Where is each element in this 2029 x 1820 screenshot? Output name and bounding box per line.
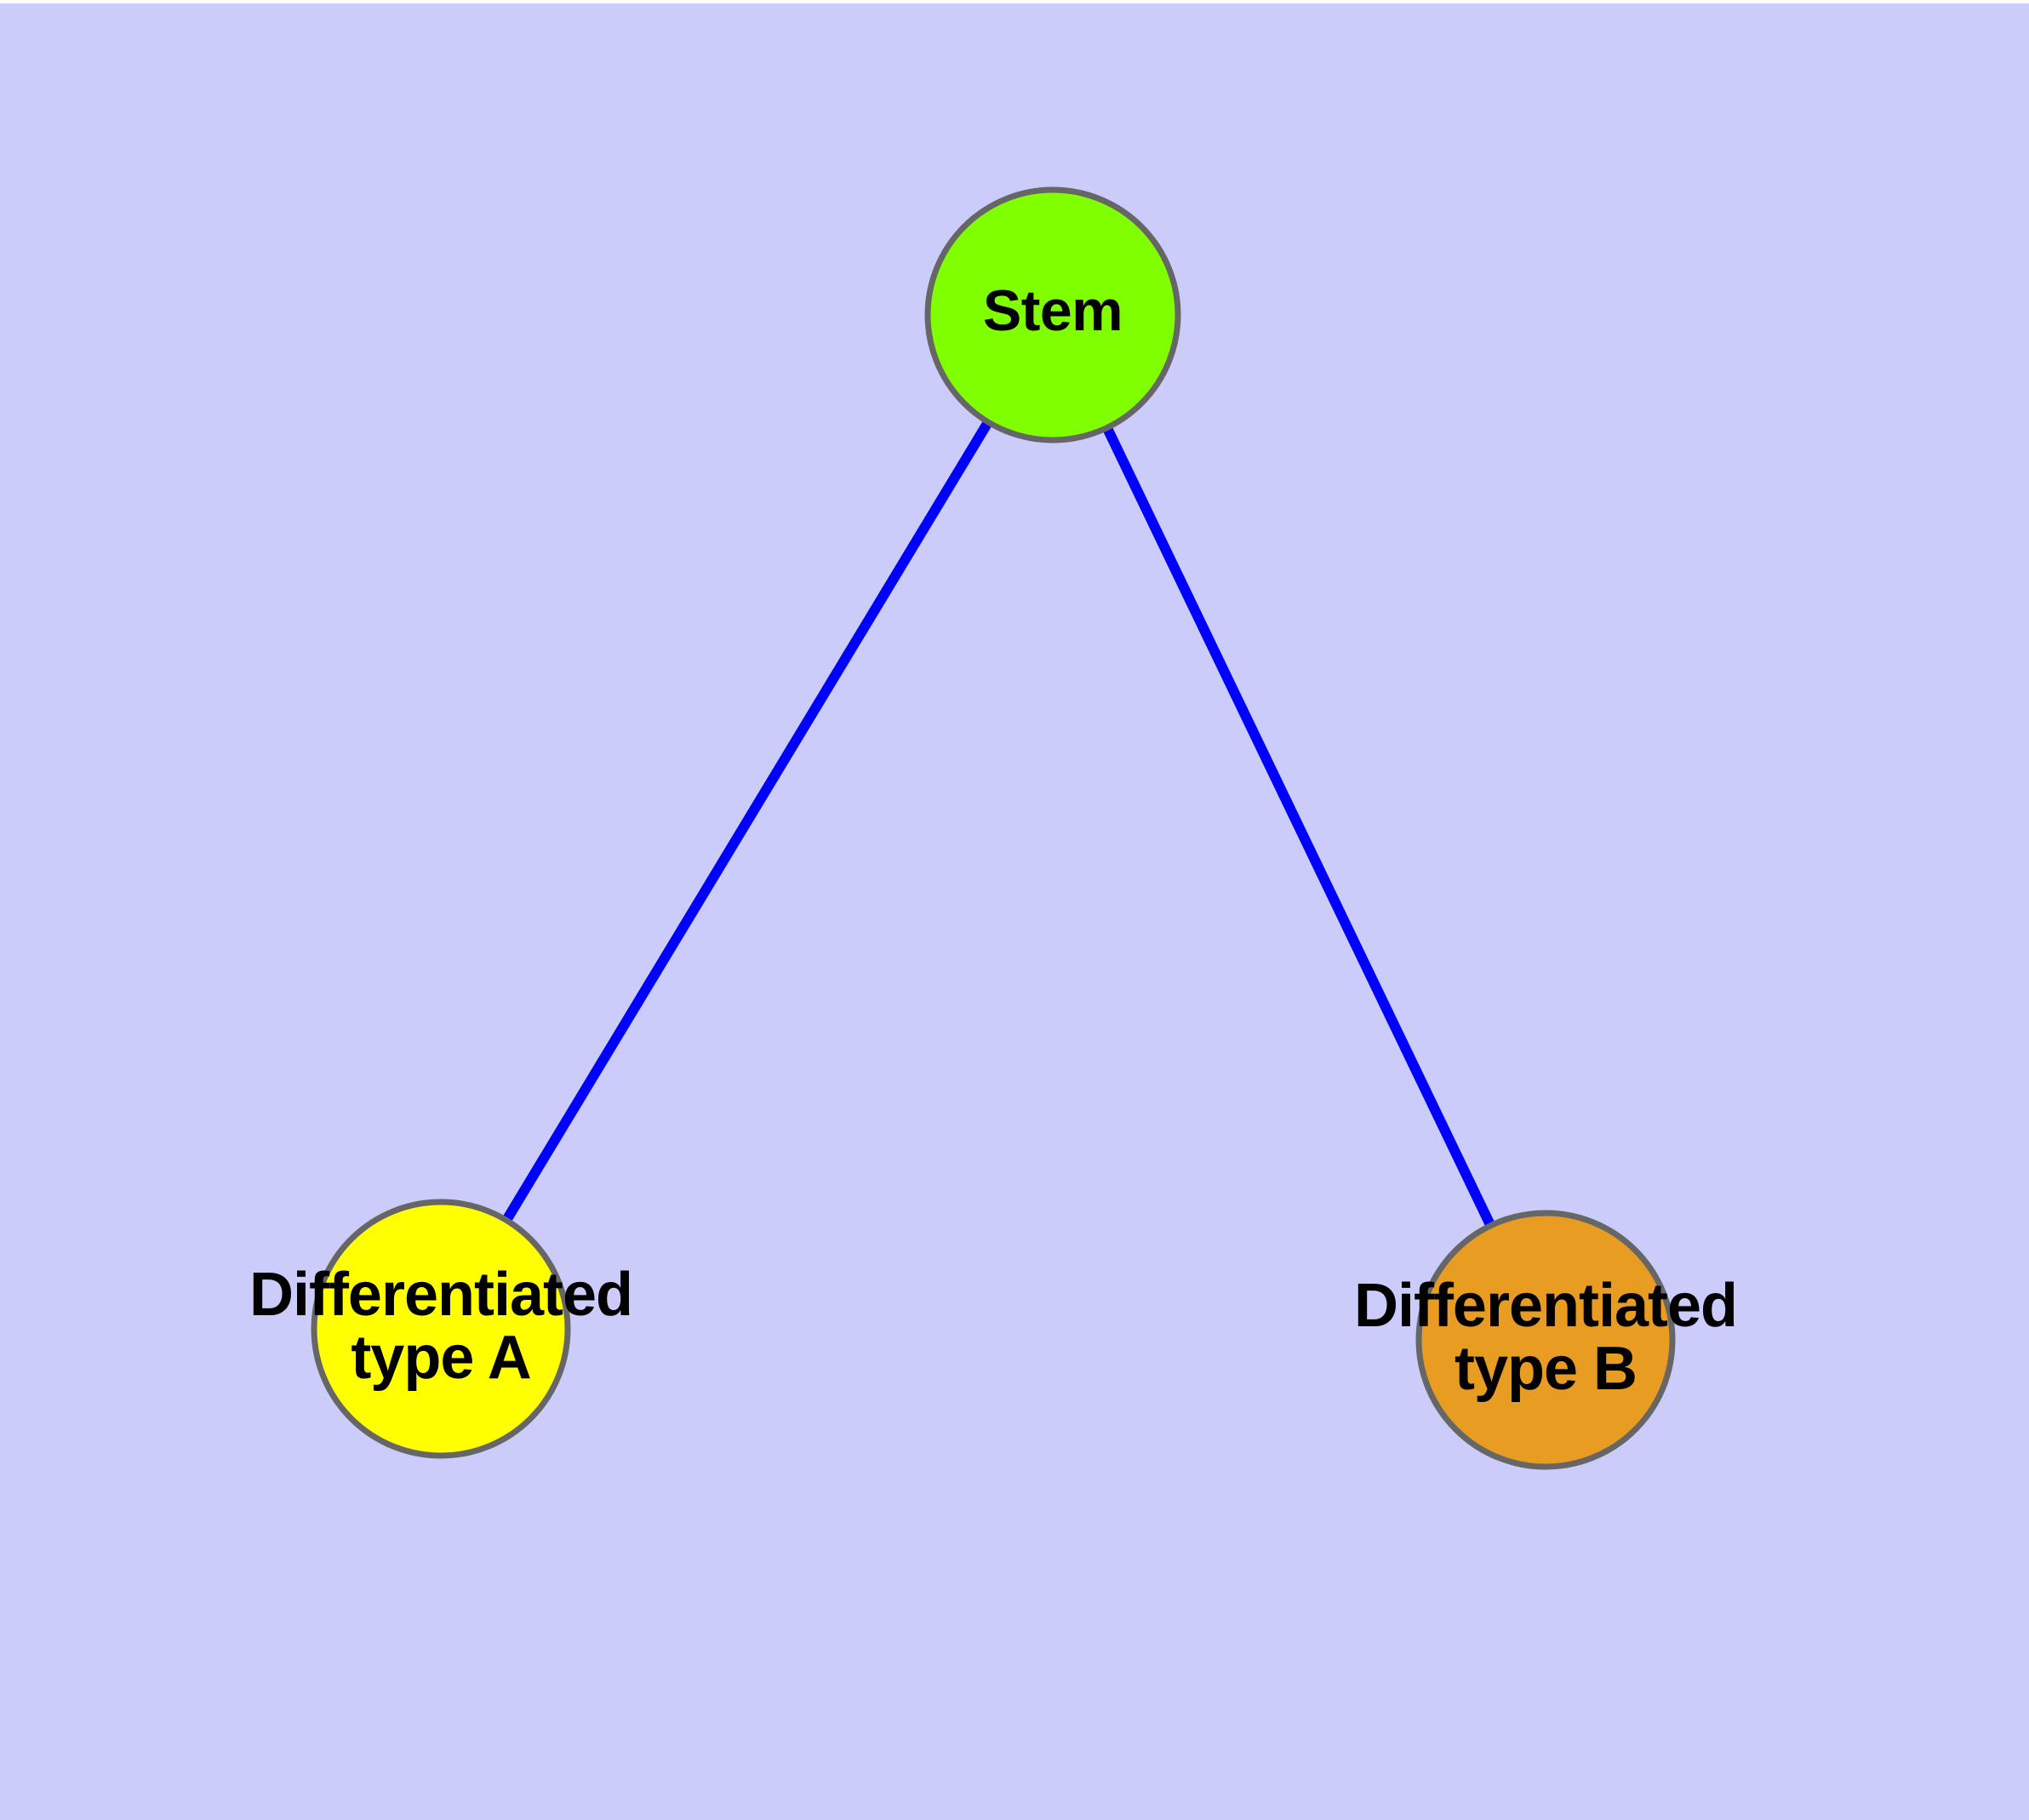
graph-svg <box>311 186 1676 1470</box>
edge-stem-to-diff-b <box>1102 425 1495 1228</box>
edge-layer <box>501 419 1495 1228</box>
diagram-plot-area: Stem Differentiated type A Differentiate… <box>0 3 2029 1820</box>
node-layer <box>311 186 1676 1470</box>
edge-stem-to-diff-a <box>501 419 993 1223</box>
node-stem[interactable] <box>924 186 1181 444</box>
node-diff-a[interactable] <box>311 1199 571 1459</box>
node-diff-b[interactable] <box>1415 1210 1676 1470</box>
